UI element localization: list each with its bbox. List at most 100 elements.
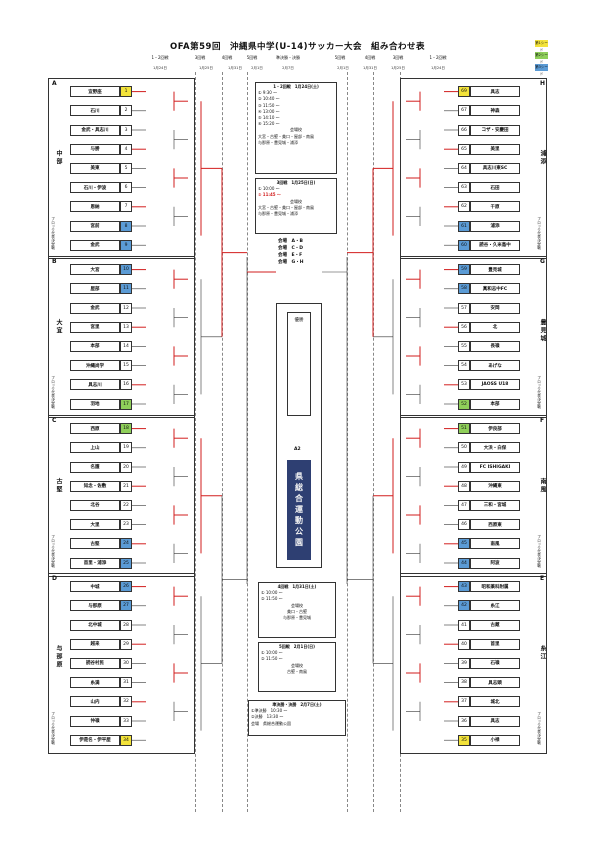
schedule-venues: 与那原・豊見城・浦添 (258, 211, 298, 217)
team-name: 金武 (70, 302, 120, 314)
team-name: 石田 (470, 182, 520, 194)
team-number: 48 (458, 480, 470, 492)
team-name: 北中城 (70, 619, 120, 631)
schedule-line: ④ 13:00 〜 (258, 108, 280, 114)
team-name: 読谷・久米島中 (470, 239, 520, 251)
team-name: 真和志中FC (470, 283, 520, 295)
block-label: ブロック代表決定戦 (51, 711, 56, 745)
team-number: 19 (120, 442, 132, 454)
team-number: 16 (120, 379, 132, 391)
team-number: 9 (120, 239, 132, 251)
team-number: 46 (458, 519, 470, 531)
team-name: 越来 (70, 638, 120, 650)
court-value: C・D (291, 246, 304, 251)
team-number: 51 (458, 423, 470, 435)
schedule-round5: 5回戦 2月1日(日) ① 10:00 〜 ② 11:50 〜 会場校 古堅・南… (258, 642, 336, 692)
team-number: 64 (458, 162, 470, 174)
court-value: A・B (291, 239, 303, 244)
schedule-venue: 会場校 (290, 198, 302, 204)
team-number: 53 (458, 379, 470, 391)
team-name: 与那原 (70, 600, 120, 612)
round-header: 5回戦 (334, 55, 346, 60)
team-number: 20 (120, 461, 132, 473)
round-date: 1月24日 (430, 66, 446, 70)
team-name: 三和・宮城 (470, 499, 520, 511)
schedule-venues: 古堅・南風 (287, 668, 307, 674)
round-date: 2月1日 (337, 66, 349, 70)
team-name: 伊是名・伊平屋 (70, 734, 120, 746)
area-label: 中部 (55, 150, 62, 167)
round-date: 1月25日 (390, 66, 406, 70)
team-number: 2 (120, 105, 132, 117)
team-number: 37 (458, 696, 470, 708)
group-box-e (400, 573, 547, 754)
team-name: 宮里 (70, 321, 120, 333)
group-box-b (48, 256, 195, 418)
team-number: 6 (120, 182, 132, 194)
round-header: 4回戦 (364, 55, 376, 60)
team-number: 39 (458, 657, 470, 669)
team-name: 浦添 (470, 220, 520, 232)
team-name: 糸満 (70, 677, 120, 689)
schedule-line: ①準決勝 10:30 〜 (251, 708, 288, 714)
team-number: 17 (120, 398, 132, 410)
team-number: 12 (120, 302, 132, 314)
team-name: 首里 (470, 638, 520, 650)
schedule-venue: 会場校 (291, 602, 303, 608)
round-date: 2月1日 (251, 66, 263, 70)
team-name: 具志頭 (470, 677, 520, 689)
group-box-h (400, 78, 547, 259)
team-number: 32 (120, 696, 132, 708)
team-number: 45 (458, 538, 470, 550)
court-label: 会場 (278, 260, 287, 265)
area-label: 南風 (539, 477, 546, 494)
team-name: FC ISHIGAKI (470, 461, 520, 473)
group-letter: F (540, 417, 545, 424)
team-number: 36 (458, 715, 470, 727)
team-number: 55 (458, 340, 470, 352)
team-name: 石川 (70, 105, 120, 117)
team-name: コザ・安慶田 (470, 124, 520, 136)
team-number: 1 (120, 86, 132, 98)
team-name: 金武 (70, 239, 120, 251)
team-name: 古蔵 (470, 619, 520, 631)
block-label: ブロック代表決定戦 (537, 534, 542, 567)
team-number: 62 (458, 201, 470, 213)
team-name: 美里 (470, 143, 520, 155)
team-number: 61 (458, 220, 470, 232)
round-date: 1月31日 (227, 66, 243, 70)
venue-banner: 県総合運動公園 (287, 460, 311, 560)
team-number: 63 (458, 182, 470, 194)
team-number: 23 (120, 519, 132, 531)
schedule-venues: 与那原・豊見城・浦添 (258, 139, 298, 145)
team-name: 南風 (470, 538, 520, 550)
team-name: 安岡 (470, 302, 520, 314)
team-name: 中城 (70, 581, 120, 593)
team-number: 18 (120, 423, 132, 435)
team-name: 石嶺 (470, 657, 520, 669)
team-number: 31 (120, 677, 132, 689)
team-number: 14 (120, 340, 132, 352)
team-name: 羽地 (70, 398, 120, 410)
team-name: 宜野座 (70, 86, 120, 98)
team-name: 美東 (70, 162, 120, 174)
team-number: 66 (458, 124, 470, 136)
schedule-round1: 1・2回戦 1月24日(土) ① 9:30 〜 ② 10:40 〜 ③ 11:5… (255, 82, 337, 174)
team-name: 古堅 (70, 538, 120, 550)
block-label: ブロック代表決定戦 (51, 375, 56, 408)
court-label: 会場 (278, 246, 287, 251)
schedule-line-highlight: ② 11:45 〜 (258, 192, 281, 198)
legend-seed-1: 第1シード (535, 40, 548, 52)
team-number: 30 (120, 657, 132, 669)
team-number: 11 (120, 283, 132, 295)
team-number: 21 (120, 480, 132, 492)
team-name: 大浜・白保 (470, 442, 520, 454)
legend-seed-3: 第3シード (535, 64, 548, 76)
area-label: 糸江 (539, 645, 546, 662)
group-letter: E (540, 575, 545, 582)
schedule-line: ② 11:50 〜 (261, 596, 283, 602)
team-number: 33 (120, 715, 132, 727)
block-label: ブロック代表決定戦 (537, 711, 542, 745)
team-name: 豊見城 (470, 264, 520, 276)
team-number: 27 (120, 600, 132, 612)
